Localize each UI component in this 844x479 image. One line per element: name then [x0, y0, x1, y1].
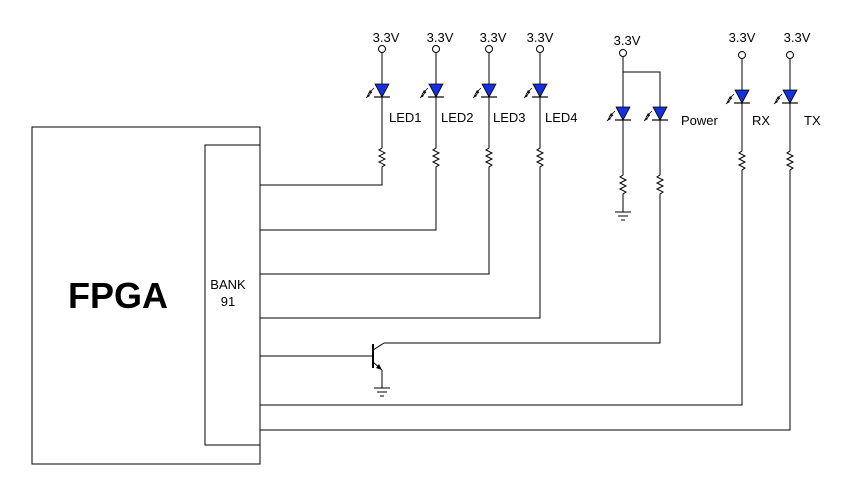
power-resistor-b: [656, 171, 664, 198]
led1-circuit: 3.3V LED1: [260, 30, 422, 186]
transistor: [260, 342, 391, 397]
power-led-circuit: 3.3V Power: [384, 33, 719, 344]
supply-label: 3.3V: [729, 30, 756, 45]
led4-diode: [523, 80, 549, 99]
led2-resistor: [432, 144, 440, 171]
supply-label: 3.3V: [373, 30, 400, 45]
tx-led-diode: [773, 86, 799, 105]
rx-led-circuit: 3.3V RX: [260, 30, 770, 406]
rx-led-diode: [725, 86, 751, 105]
led3-resistor: [485, 144, 493, 171]
power-label: Power: [681, 113, 719, 128]
supply-label: 3.3V: [427, 30, 454, 45]
ground-icon: [373, 387, 391, 397]
led2-diode: [419, 80, 445, 99]
supply-label: 3.3V: [784, 30, 811, 45]
led3-diode: [472, 80, 498, 99]
led2-label: LED2: [441, 110, 474, 125]
rx-label: RX: [752, 113, 770, 128]
led4-circuit: 3.3V LED4: [260, 30, 578, 319]
fpga-label: FPGA: [68, 275, 168, 316]
power-led-a-diode: [606, 103, 632, 122]
tx-label: TX: [804, 113, 821, 128]
power-led-b-diode: [643, 103, 669, 122]
led2-circuit: 3.3V LED2: [260, 30, 474, 231]
led4-resistor: [536, 144, 544, 171]
supply-label: 3.3V: [527, 30, 554, 45]
led4-label: LED4: [545, 110, 578, 125]
supply-label: 3.3V: [480, 30, 507, 45]
led1-resistor: [378, 144, 386, 171]
bank-91-block: [204, 144, 261, 446]
bank-label-line1: BANK: [210, 277, 246, 292]
led3-circuit: 3.3V LED3: [260, 30, 526, 275]
led1-diode: [365, 80, 391, 99]
bank-label-line2: 91: [221, 294, 235, 309]
tx-resistor: [786, 147, 794, 174]
ground-icon: [614, 211, 632, 221]
led3-label: LED3: [493, 110, 526, 125]
power-resistor-a: [619, 171, 627, 198]
rx-resistor: [738, 147, 746, 174]
led1-label: LED1: [389, 110, 422, 125]
supply-label: 3.3V: [614, 33, 641, 48]
tx-led-circuit: 3.3V TX: [260, 30, 821, 431]
